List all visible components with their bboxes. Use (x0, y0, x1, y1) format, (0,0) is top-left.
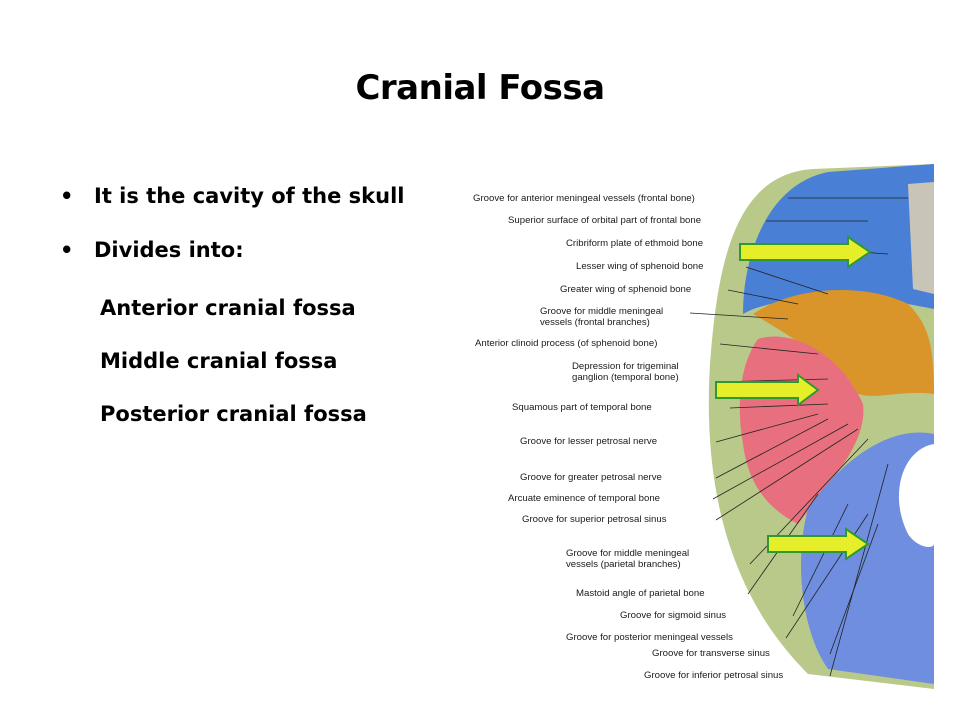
cranial-fossa-figure: Groove for anterior meningeal vessels (f… (468, 164, 934, 694)
bullet-item: • Divides into: (56, 234, 456, 266)
label-lesser-wing: Lesser wing of sphenoid bone (576, 261, 704, 272)
sub-item-anterior: Anterior cranial fossa (100, 296, 356, 320)
bullet-list: • It is the cavity of the skull • Divide… (56, 180, 456, 441)
label-posterior-meningeal: Groove for posterior meningeal vessels (566, 632, 733, 643)
label-frontal-branches: vessels (frontal branches) (540, 317, 650, 328)
arrow-posterior (767, 527, 870, 561)
label-sigmoid-sinus: Groove for sigmoid sinus (620, 610, 727, 621)
foramen-magnum (898, 444, 934, 547)
label-middle-meningeal-frontal: Groove for middle meningeal (540, 306, 664, 317)
sphenoid-region (753, 290, 934, 396)
label-middle-meningeal-parietal: Groove for middle meningeal (566, 548, 690, 559)
bullet-dot: • (60, 184, 74, 208)
bullet-item: • It is the cavity of the skull (56, 180, 456, 212)
sub-item-middle: Middle cranial fossa (100, 349, 338, 373)
skull-base-illustration (689, 164, 934, 689)
bullet-text: Divides into: (94, 238, 244, 262)
label-cribriform-plate: Cribriform plate of ethmoid bone (566, 238, 704, 249)
label-transverse-sinus: Groove for transverse sinus (652, 648, 770, 659)
bullet-text: It is the cavity of the skull (94, 184, 405, 208)
bullet-dot: • (60, 238, 74, 262)
label-greater-petrosal: Groove for greater petrosal nerve (520, 472, 662, 483)
slide-title: Cranial Fossa (355, 68, 605, 108)
label-mastoid-angle: Mastoid angle of parietal bone (576, 588, 705, 599)
anterior-fossa-region (743, 164, 934, 314)
label-arcuate-eminence: Arcuate eminence of temporal bone (508, 493, 660, 504)
label-inferior-petrosal: Groove for inferior petrosal sinus (644, 670, 784, 681)
label-greater-wing: Greater wing of sphenoid bone (560, 284, 692, 295)
label-squamous-temporal: Squamous part of temporal bone (512, 402, 652, 413)
label-lesser-petrosal: Groove for lesser petrosal nerve (520, 436, 658, 447)
label-superior-petrosal: Groove for superior petrosal sinus (522, 514, 667, 525)
label-parietal-branches: vessels (parietal branches) (566, 559, 681, 570)
label-trigeminal-ganglion: ganglion (temporal bone) (572, 372, 679, 383)
label-anterior-meningeal: Groove for anterior meningeal vessels (f… (473, 193, 695, 204)
label-anterior-clinoid: Anterior clinoid process (of sphenoid bo… (475, 338, 658, 349)
sub-list: Anterior cranial fossa Middle cranial fo… (56, 282, 456, 441)
label-trigeminal-depression: Depression for trigeminal (572, 361, 679, 372)
sub-item-posterior: Posterior cranial fossa (100, 402, 367, 426)
cribriform-region (908, 182, 934, 294)
label-orbital-surface: Superior surface of orbital part of fron… (508, 215, 702, 226)
arrow-anterior (739, 235, 872, 269)
arrow-middle (715, 373, 820, 407)
